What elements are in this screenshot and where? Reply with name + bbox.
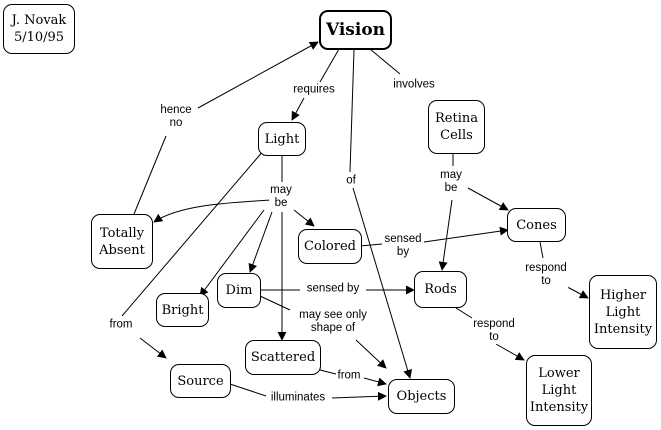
link-arrow-maysee-objects [355,339,387,369]
concept-rods[interactable]: Rods [414,271,467,308]
link-arrow-sensed-cones [423,226,509,243]
link-arrow-requires-light [291,97,305,121]
link-line-dim-maysee [259,295,291,311]
concept-higher-light-intensity[interactable]: Higher Light Intensity [589,275,657,349]
link-label-may-be-retina: may be [439,169,463,195]
link-arrow-respond-lower [495,343,525,361]
link-line-light-from [121,149,265,317]
link-line-cones-respond [539,241,544,259]
concept-totally-absent[interactable]: Totally Absent [91,214,153,269]
link-label-of: of [345,174,357,188]
link-line-colored-sensed [359,243,383,247]
link-arrow-maybe-absent [153,199,273,223]
link-line-rods-respond [455,307,473,319]
link-arrow-maybe-dim [248,211,273,273]
link-line-vision-involves [369,48,401,75]
link-label-from-scattered: from [336,369,362,383]
concept-cones[interactable]: Cones [507,208,566,242]
concept-retina-cells[interactable]: Retina Cells [428,100,485,154]
link-line-source-illuminates [229,383,267,397]
link-arrow-of-objects [352,187,412,379]
link-label-hence-no: hence no [159,104,193,130]
link-line-vision-of [349,49,355,173]
link-label-from-light: from [108,318,134,332]
link-label-respond-to-cones: respond to [524,262,568,288]
link-label-involves: involves [392,78,436,92]
link-arrow-from-source [139,337,167,359]
link-arrow-maybe-bright [199,209,265,297]
author-box: J. Novak 5/10/95 [3,4,75,54]
concept-bright[interactable]: Bright [156,293,209,327]
link-line-absent-hence [133,135,167,215]
link-arrow-from-objects [363,377,387,387]
concept-vision[interactable]: Vision [319,10,392,50]
link-label-requires: requires [292,83,336,97]
link-line-scattered-from [319,369,337,375]
link-line-vision-requires [319,48,340,83]
concept-dim[interactable]: Dim [217,273,261,308]
link-arrow-maybe-cones [467,187,509,211]
concept-light[interactable]: Light [258,122,306,156]
concept-scattered[interactable]: Scattered [245,340,321,375]
link-arrow-illuminates-objects [331,391,387,401]
concept-objects[interactable]: Objects [388,379,455,414]
concept-source[interactable]: Source [170,364,231,398]
link-arrow-hence-vision [197,41,319,109]
link-arrow-maybe-colored [293,209,315,227]
author-name: J. Novak [11,13,67,28]
link-label-may-see-only: may see only shape of [298,309,368,335]
link-label-sensed-by-colored: sensed by [383,233,423,259]
link-label-may-be-light: may be [269,184,293,210]
concept-lower-light-intensity[interactable]: Lower Light Intensity [526,355,592,426]
author-date: 5/10/95 [13,30,65,45]
link-label-sensed-by-dim: sensed by [305,282,361,296]
link-label-respond-to-rods: respond to [472,318,516,344]
link-label-illuminates: illuminates [269,391,327,405]
link-arrow-maybe-rods [438,199,453,271]
concept-colored[interactable]: Colored [298,229,362,264]
